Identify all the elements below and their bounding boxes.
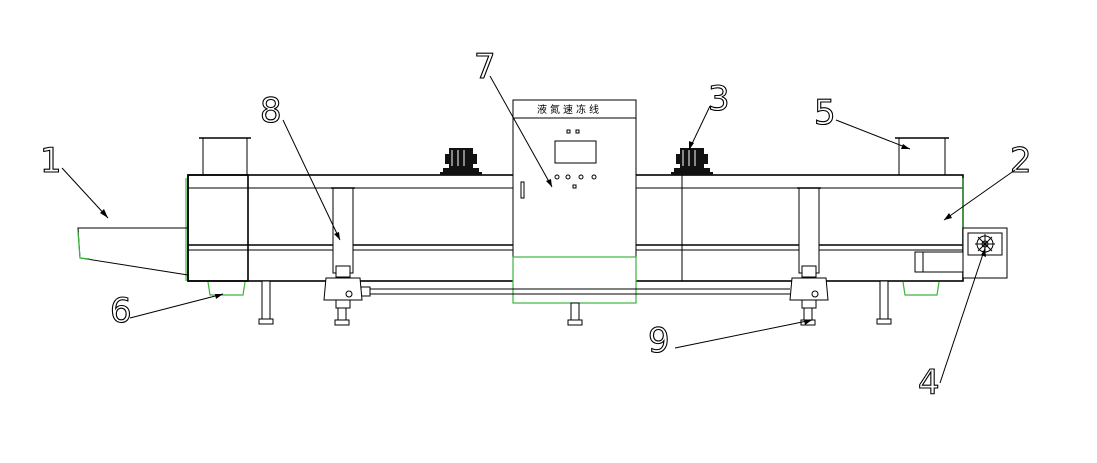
fan-motor-right	[671, 148, 713, 175]
cabinet-title: 液氮速冻线	[537, 103, 602, 116]
callout-4: 4	[918, 363, 940, 403]
callout-8: 8	[260, 91, 282, 131]
callout-2: 2	[1010, 141, 1032, 181]
callout-3: 3	[708, 79, 730, 119]
drive-motor	[914, 227, 1008, 279]
callout-6: 6	[110, 291, 132, 331]
riser-left	[331, 187, 355, 278]
callout-1: 1	[40, 141, 62, 181]
drip-tray-right	[902, 281, 940, 296]
callout-5: 5	[814, 93, 836, 133]
manifold-pipe	[323, 277, 829, 309]
callout-9: 9	[648, 321, 670, 361]
control-cabinet	[512, 99, 637, 304]
support-legs	[258, 280, 892, 326]
riser-right	[797, 187, 821, 278]
callout-labels: 1 2 3 4 5 6 7 8 9	[39, 46, 1032, 403]
exhaust-stack-left	[199, 137, 251, 176]
drip-tray-left	[207, 281, 246, 296]
leader-lines	[61, 75, 1016, 384]
exhaust-stack-right	[895, 137, 949, 176]
feed-chute	[77, 227, 189, 276]
callout-7: 7	[474, 47, 496, 87]
fan-motor-left	[440, 148, 482, 175]
